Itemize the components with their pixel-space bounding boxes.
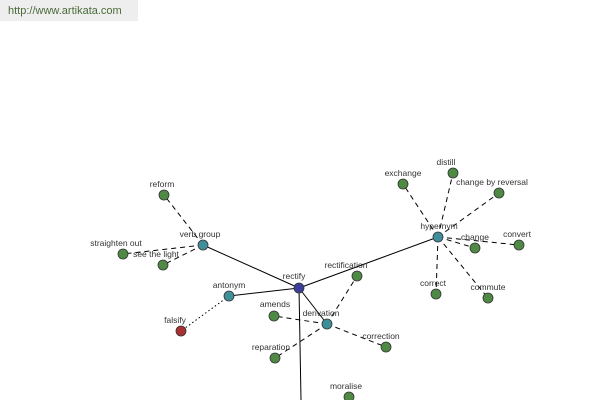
edges [122,172,520,400]
edge-hypernym-correct [435,236,439,295]
edge-hypernym-commute [437,236,489,299]
node-hypernym [432,231,444,243]
edge-hypernym-convert [437,236,520,246]
nodes [117,167,525,400]
node-straighten-out[interactable] [117,248,129,260]
label-change-by-reversal: change by reversal [456,177,528,187]
node-distill[interactable] [447,167,459,179]
label-correct: correct [420,278,447,288]
node-derivation [321,318,333,330]
node-antonym [223,290,235,302]
node-convert[interactable] [513,239,525,251]
label-antonym: antonym [213,280,246,290]
edge-hypernym-exchange [402,183,439,238]
label-rectification: rectification [325,260,368,270]
label-straighten-out: straighten out [90,238,142,248]
node-falsify[interactable] [175,325,187,337]
node-rectification[interactable] [351,270,363,282]
node-rectify[interactable] [293,282,305,294]
edge-rectify-hypernym [298,236,439,289]
label-verb-group: verb group [180,229,221,239]
label-reform: reform [150,179,175,189]
edge-verb-group-reform [163,194,204,246]
edge-verb-group-straighten-out [122,244,204,255]
url-banner: http://www.artikata.com [0,0,138,21]
node-correction[interactable] [380,341,392,353]
edge-rectify-moralise-trunk [298,287,302,400]
edge-rectify-antonym [228,287,300,297]
edge-derivation-rectification [326,275,358,325]
edge-verb-group-see-the-light [162,244,204,266]
label-convert: convert [503,229,532,239]
label-see-the-light: see the light [133,249,179,259]
label-amends: amends [260,299,290,309]
node-moralise[interactable] [343,391,355,400]
label-hypernym: hypernym [420,221,457,231]
node-correct[interactable] [430,288,442,300]
edge-hypernym-change-by-reversal [437,192,500,238]
label-reparation: reparation [252,342,291,352]
edge-rectify-verb-group [202,244,300,289]
label-correction: correction [362,331,400,341]
label-rectify: rectify [283,271,306,281]
edge-hypernym-distill [437,172,454,238]
node-verb-group [197,239,209,251]
label-distill: distill [437,157,456,167]
edge-hypernym-change [437,236,476,249]
edge-derivation-correction [326,323,387,348]
labels: rectify verb group antonym derivation hy… [90,157,531,391]
label-exchange: exchange [385,168,422,178]
label-falsify: falsify [164,315,186,325]
site-url-link[interactable]: http://www.artikata.com [8,5,122,17]
node-reparation[interactable] [269,352,281,364]
node-reform[interactable] [158,189,170,201]
label-commute: commute [471,282,506,292]
label-derivation: derivation [303,308,340,318]
node-see-the-light[interactable] [157,259,169,271]
node-commute[interactable] [482,292,494,304]
label-change: change [461,232,489,242]
edge-antonym-falsify [180,295,230,332]
node-change-by-reversal[interactable] [493,187,505,199]
node-exchange[interactable] [397,178,409,190]
edge-rectify-derivation [298,287,328,325]
label-moralise: moralise [330,381,362,391]
node-amends[interactable] [268,310,280,322]
edge-derivation-reparation [274,323,328,359]
node-change[interactable] [469,242,481,254]
